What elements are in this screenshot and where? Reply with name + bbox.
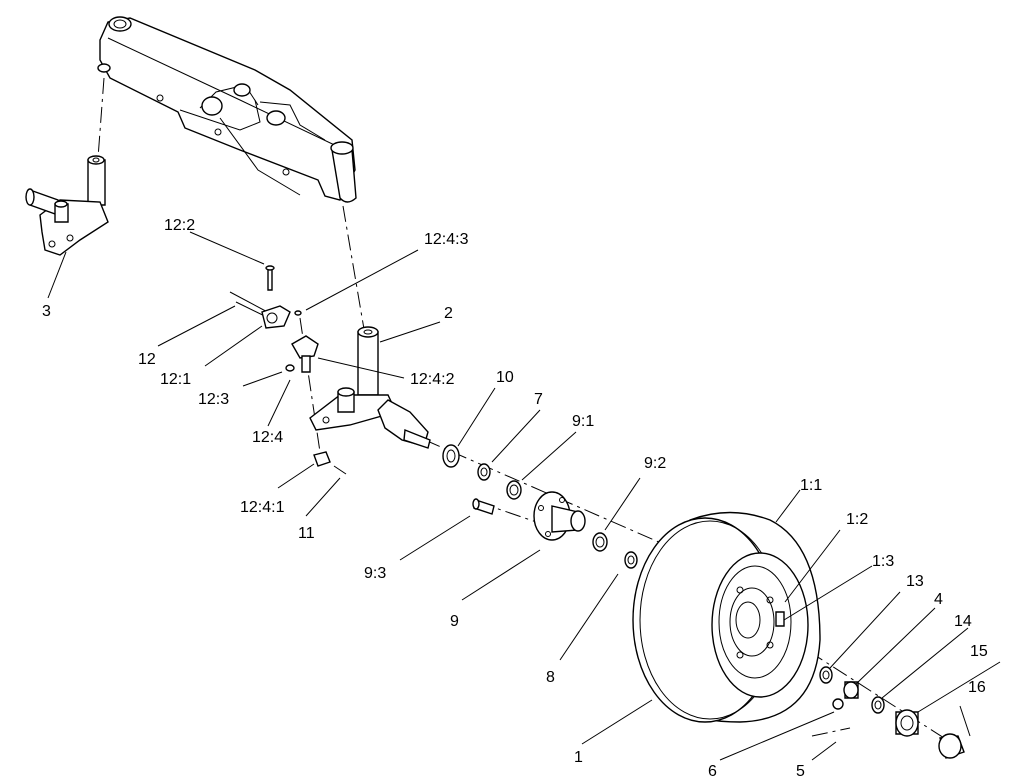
hub-and-bearings — [442, 444, 638, 569]
callout-2: 2 — [444, 305, 453, 322]
callout-3: 3 — [42, 303, 51, 320]
callout-16: 16 — [968, 679, 986, 696]
callout-1-2: 1:2 — [846, 511, 868, 528]
callout-14: 14 — [954, 613, 972, 630]
callout-1-1: 1:1 — [800, 477, 822, 494]
callout-4: 4 — [934, 591, 943, 608]
callout-11: 11 — [298, 525, 315, 542]
callout-6: 6 — [708, 763, 717, 780]
callout-9-2: 9:2 — [644, 455, 666, 472]
outer-hardware — [819, 666, 965, 759]
front-axle-frame — [97, 16, 357, 203]
callout-8: 8 — [546, 669, 555, 686]
assembly-axes — [97, 77, 956, 746]
callout-12-3: 12:3 — [198, 391, 229, 408]
callout-12-1: 12:1 — [160, 371, 191, 388]
callout-12-4-1: 12:4:1 — [240, 499, 285, 516]
leader-lines — [47, 231, 1001, 761]
callout-1-3: 1:3 — [872, 553, 894, 570]
callout-9-3: 9:3 — [364, 565, 386, 582]
tie-rod-parts — [261, 265, 347, 475]
callout-labels: 3 12:2 12:4:3 2 12 12:1 12:4:2 12:3 10 7… — [42, 217, 988, 780]
callout-15: 15 — [970, 643, 988, 660]
callout-7: 7 — [534, 391, 543, 408]
callout-12-4: 12:4 — [252, 429, 283, 446]
callout-5: 5 — [796, 763, 805, 780]
wheel-assembly — [632, 511, 821, 723]
callout-12-4-2: 12:4:2 — [410, 371, 455, 388]
callout-10: 10 — [496, 369, 514, 386]
left-spindle — [25, 155, 109, 256]
callout-12-2: 12:2 — [164, 217, 195, 234]
callout-1: 1 — [574, 749, 583, 766]
callout-12-4-3: 12:4:3 — [424, 231, 469, 248]
right-spindle — [309, 326, 431, 449]
callout-9-1: 9:1 — [572, 413, 594, 430]
callout-13: 13 — [906, 573, 924, 590]
callout-9: 9 — [450, 613, 459, 630]
callout-12: 12 — [138, 351, 156, 368]
